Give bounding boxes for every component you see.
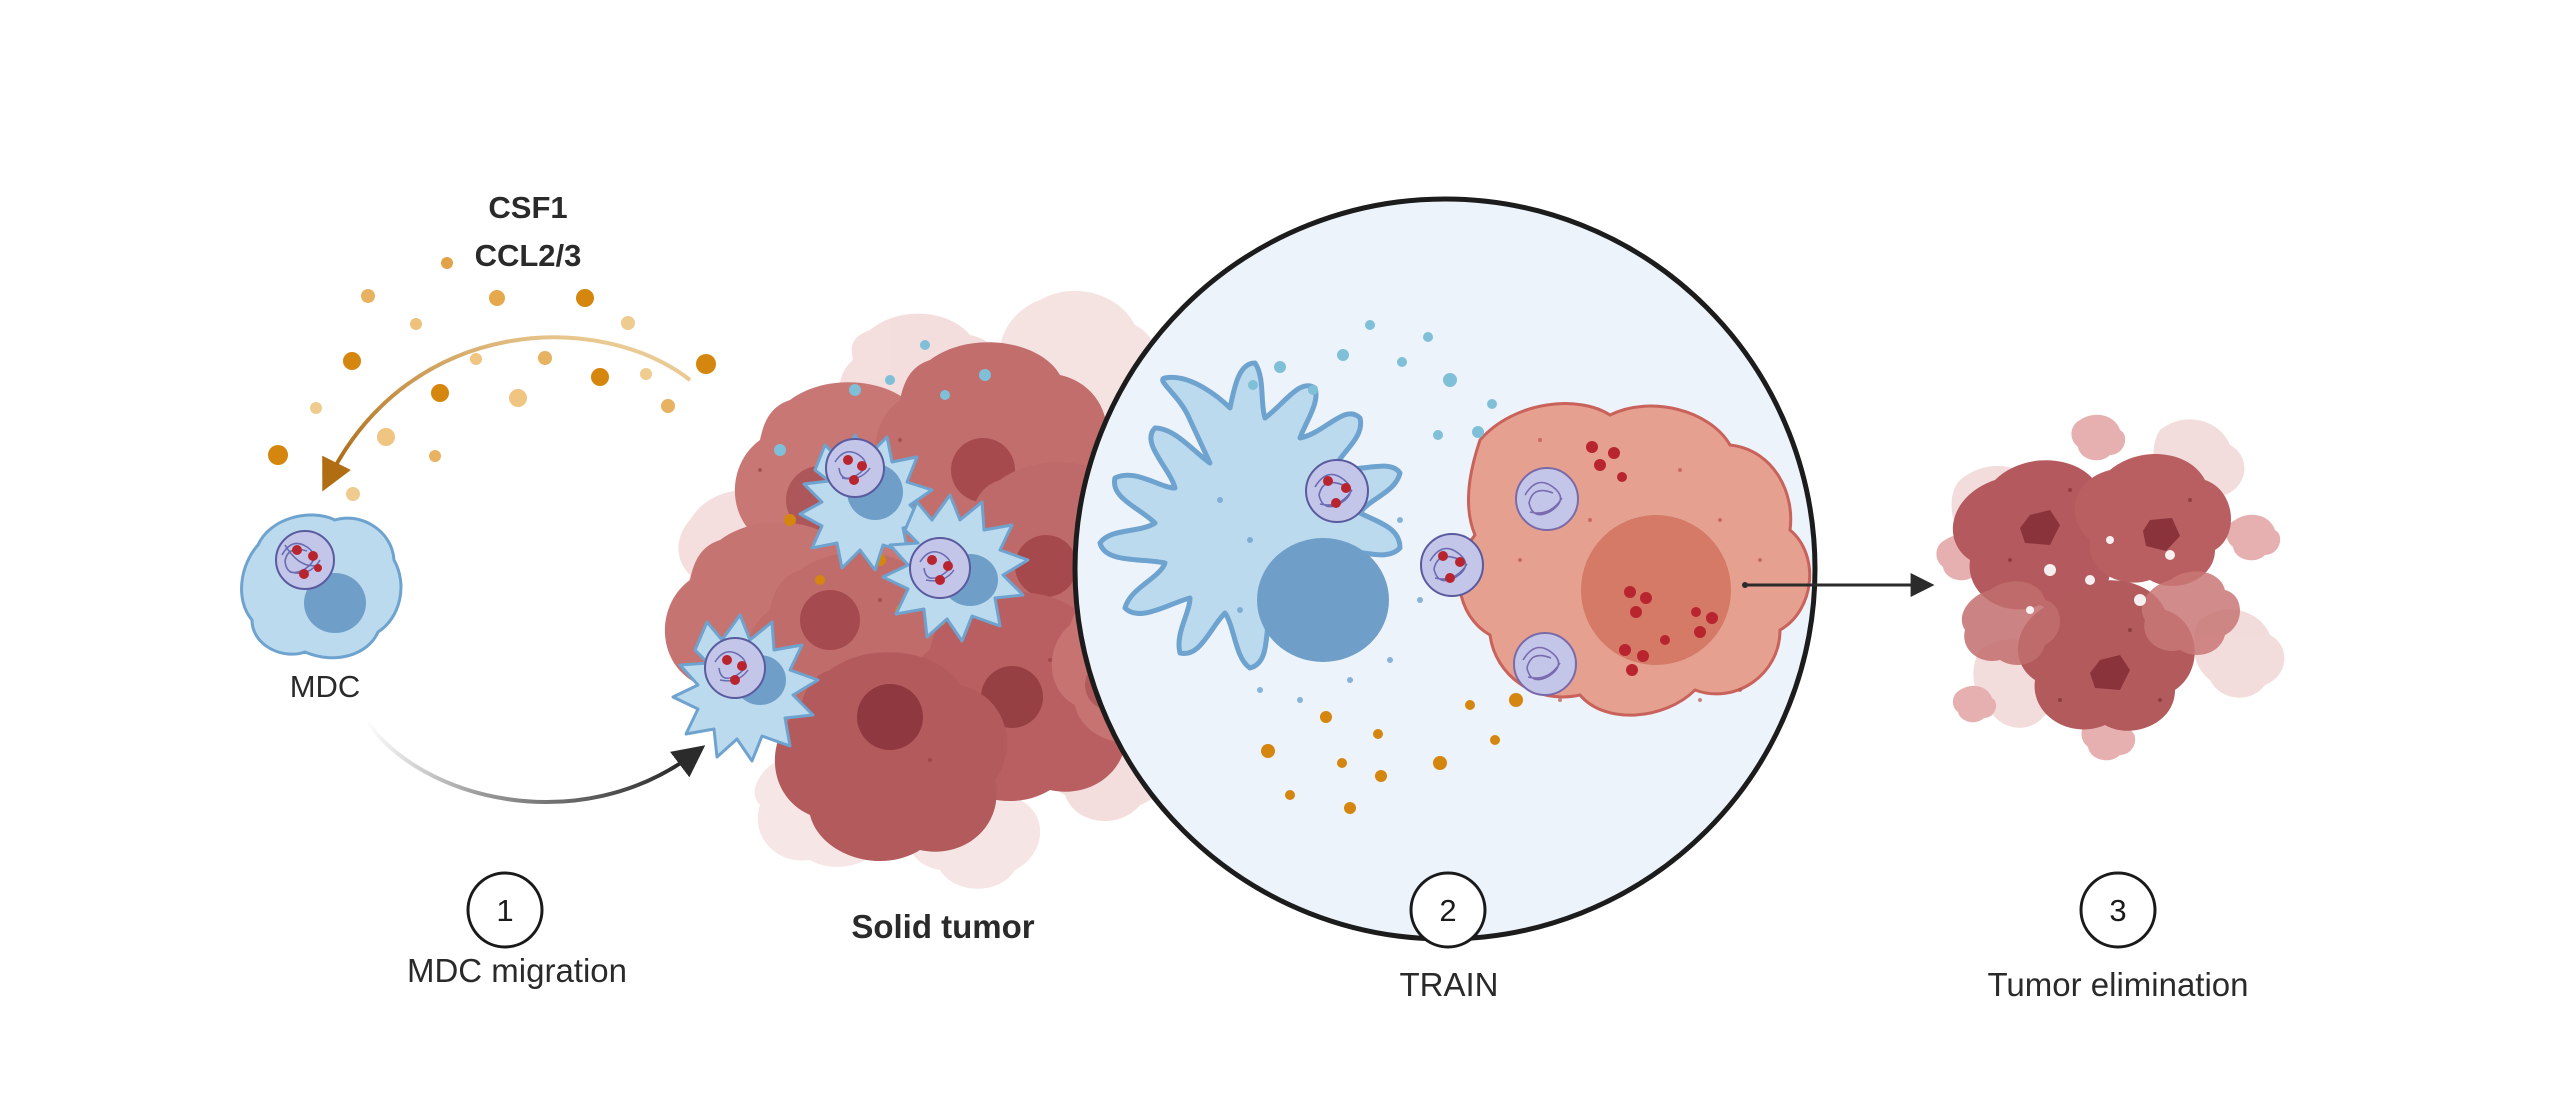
step-3-caption: Tumor elimination [1987, 966, 2248, 1003]
step-2-caption: TRAIN [1400, 966, 1499, 1003]
step-1-number: 1 [496, 893, 513, 928]
step-2-number: 2 [1439, 893, 1456, 928]
recruitment-arrow-icon [322, 335, 692, 492]
fragmented-tumor [1936, 414, 2285, 761]
infiltrating-mdc-3 [671, 613, 820, 763]
step-3-number: 3 [2109, 893, 2126, 928]
granule-vesicle-icon [1420, 533, 1484, 597]
step-1: 1 MDC migration [407, 871, 627, 989]
granule-vesicle-icon [275, 530, 335, 590]
migration-arrow-icon [364, 718, 706, 804]
step-3: 3 Tumor elimination [1987, 871, 2249, 1003]
chemokine-label-csf1: CSF1 [488, 190, 567, 225]
infiltrating-mdc-1 [798, 433, 934, 572]
solid-tumor-label: Solid tumor [851, 908, 1034, 945]
granule-vesicle-icon [1515, 467, 1579, 531]
mdc-label: MDC [290, 669, 361, 704]
chemokine-dots [268, 257, 716, 501]
granule-vesicle-icon [1305, 459, 1369, 523]
mdc-cell [240, 513, 403, 660]
train-callout: 2 [1072, 196, 1818, 949]
infiltrating-mdc-2 [881, 493, 1030, 643]
step-1-caption: MDC migration [407, 952, 627, 989]
chemokine-label-ccl: CCL2/3 [475, 238, 582, 273]
granule-vesicle-icon [1513, 632, 1577, 696]
